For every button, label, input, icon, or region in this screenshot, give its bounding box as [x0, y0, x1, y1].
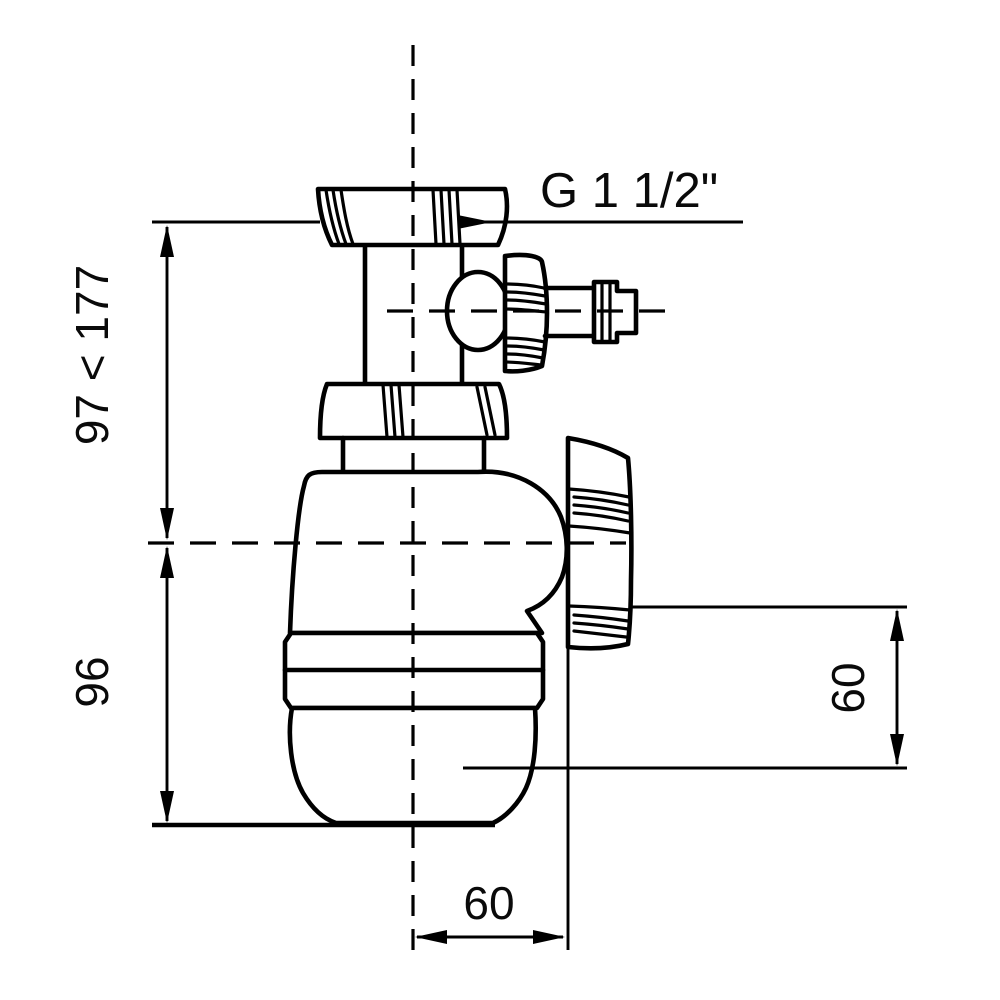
outlet-height-label: 60	[822, 662, 874, 713]
outlet-height-dimension	[463, 605, 907, 770]
height-range-dimension	[160, 225, 174, 540]
body-height-dimension	[152, 546, 495, 828]
lower-slip-nut	[317, 381, 510, 441]
dimensions: G 1 1/2" 97 < 177 96 60	[66, 164, 907, 944]
outlet-offset-label: 60	[463, 877, 514, 929]
fixture-outline	[282, 186, 639, 950]
centerlines	[148, 45, 667, 953]
outlet-nut	[565, 435, 634, 651]
thread-leader-arrow	[460, 215, 492, 229]
trap-body	[287, 469, 570, 636]
thread-leader	[152, 215, 743, 229]
outlet-offset-dimension	[415, 930, 565, 944]
height-range-label: 97 < 177	[66, 265, 118, 445]
thread-size-label: G 1 1/2"	[540, 164, 718, 218]
inlet-collar	[340, 435, 487, 474]
body-height-label: 96	[66, 656, 118, 707]
hose-connector-nut	[502, 252, 550, 374]
